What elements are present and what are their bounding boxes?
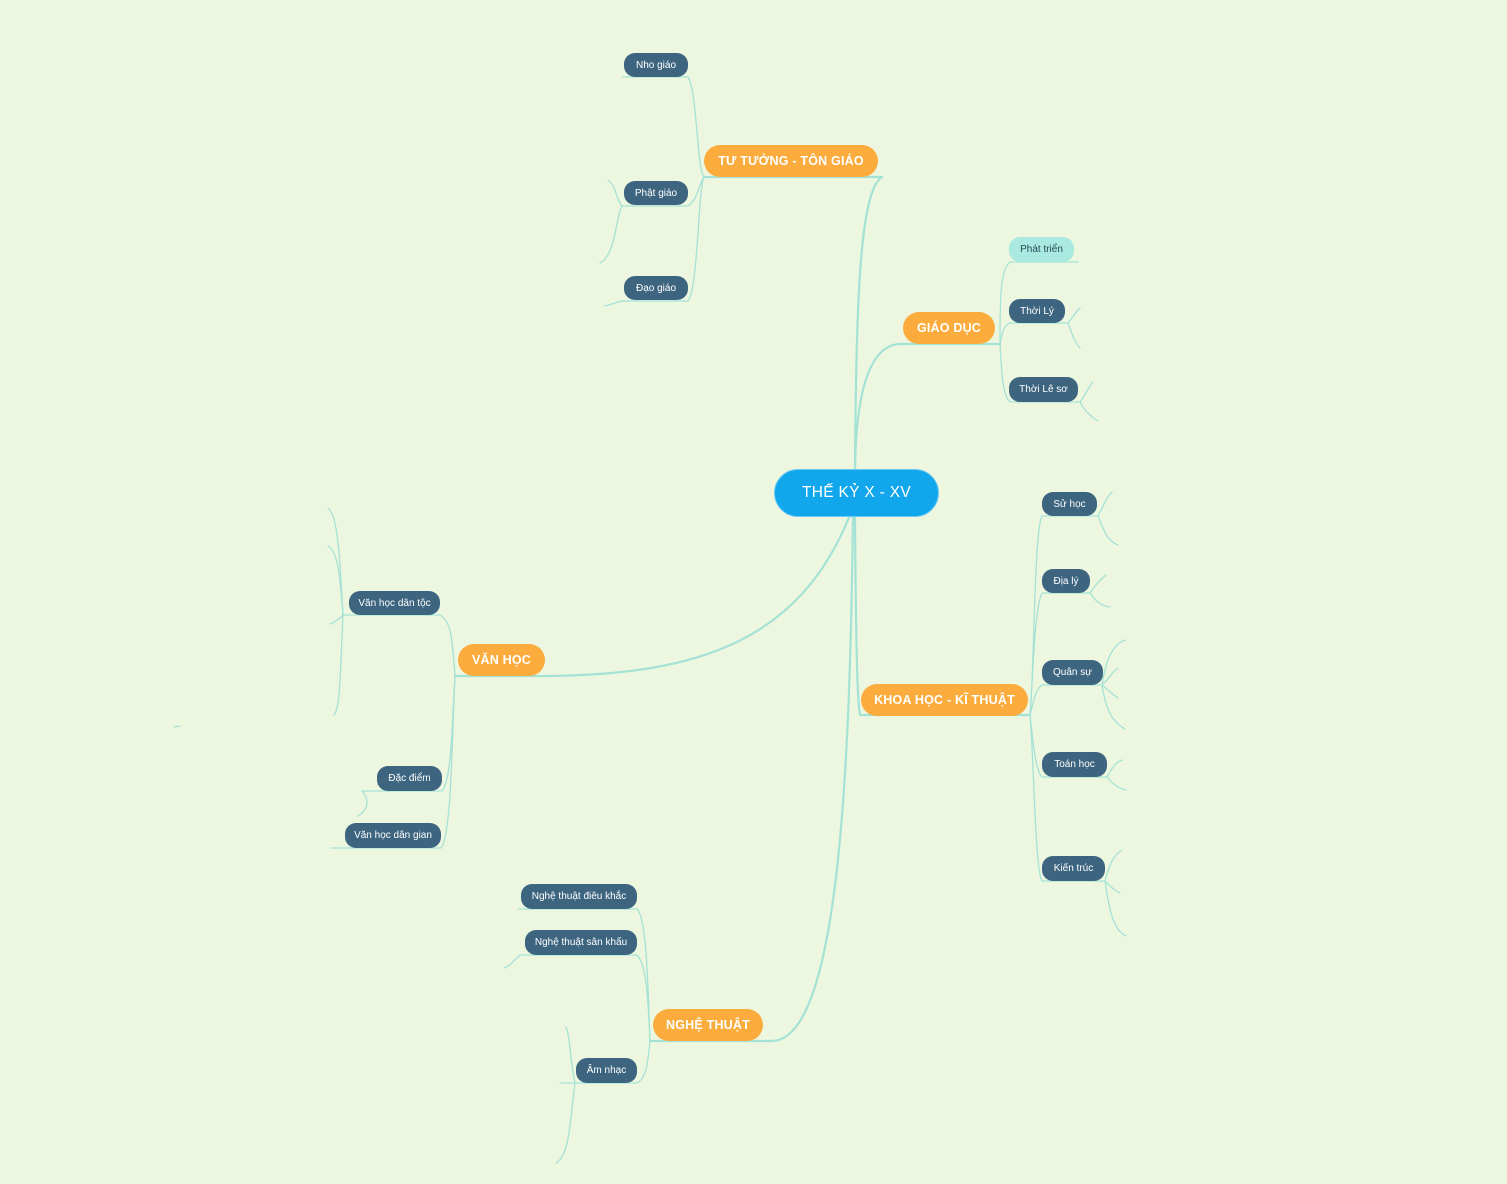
subtopic-dac-diem[interactable]: Đặc điểm (377, 766, 442, 791)
subtopic-toan-hoc-label: Toán học (1054, 759, 1095, 770)
subtopic-am-nhac[interactable]: Âm nhạc (576, 1058, 637, 1083)
connector-phat-giao (621, 176, 705, 207)
topic-khoa-hoc-ki-thuat[interactable]: KHOA HỌC - KĨ THUẬT (861, 684, 1028, 716)
topic-tu-tuong-ton-giao[interactable]: TƯ TƯỞNG - TÔN GIÁO (704, 145, 878, 177)
connector-van-hoc-dan-gian (330, 675, 456, 849)
subtopic-phat-giao[interactable]: Phật giáo (624, 181, 688, 205)
subtopic-van-hoc-dan-toc[interactable]: Văn học dân tộc (349, 591, 440, 615)
subtopic-am-nhac-label: Âm nhạc (586, 1065, 627, 1076)
subtopic-dia-ly-label: Địa lý (1053, 575, 1079, 587)
subtopic-nghe-thuat-san-khau[interactable]: Nghệ thuật sân khấu (525, 930, 637, 955)
leaf-kien-truc (1104, 849, 1127, 937)
subtopic-su-hoc-label: Sử học (1053, 498, 1086, 510)
subtopic-nho-giao-label: Nho giáo (635, 59, 677, 71)
leaf-thoi-ly (1067, 307, 1081, 349)
subtopic-nghe-thuat-dieu-khac[interactable]: Nghệ thuật điêu khắc (521, 884, 637, 909)
leaf-su-hoc (1097, 491, 1119, 546)
topic-van-hoc[interactable]: VĂN HỌC (458, 644, 545, 676)
connector-kien-truc (1029, 714, 1106, 882)
subtopic-su-hoc[interactable]: Sử học (1042, 492, 1097, 516)
connector-quan-su (1029, 684, 1103, 716)
subtopic-phat-trien[interactable]: Phát triển (1009, 237, 1074, 262)
leaf-phat-giao-2 (599, 205, 623, 264)
connector-root-van-hoc (543, 513, 852, 678)
subtopic-toan-hoc[interactable]: Toán học (1042, 752, 1107, 777)
leaf-van-hoc-dan-toc-2 (327, 545, 344, 616)
connector-dia-ly (1029, 592, 1091, 716)
connector-root-giao-duc (853, 342, 902, 472)
subtopic-nghe-thuat-dieu-khac-label: Nghệ thuật điêu khắc (531, 891, 627, 902)
subtopic-thoi-le-so[interactable]: Thời Lê sơ (1009, 377, 1078, 402)
connector-dieu-khac (517, 908, 651, 1042)
root-topic-label: THẾ KỶ X - XV (802, 484, 911, 501)
connector-root-tu-tuong (853, 175, 884, 472)
connector-root-nghe-thuat (770, 513, 855, 1043)
topic-nghe-thuat-label: NGHỆ THUẬT (666, 1018, 750, 1032)
connector-am-nhac (559, 1040, 651, 1084)
subtopic-thoi-ly-label: Thời Lý (1020, 305, 1054, 317)
topic-tu-tuong-ton-giao-label: TƯ TƯỞNG - TÔN GIÁO (718, 154, 864, 168)
topic-khoa-hoc-ki-thuat-label: KHOA HỌC - KĨ THUẬT (874, 693, 1015, 707)
connector-thoi-le-so (999, 343, 1081, 403)
leaf-dao-giao (604, 300, 623, 307)
leaf-van-hoc-dan-toc-5 (173, 725, 181, 728)
subtopic-dao-giao-label: Đạo giáo (635, 282, 677, 294)
connector-van-hoc-dan-toc (342, 614, 456, 677)
leaf-dia-ly (1089, 574, 1111, 608)
topic-van-hoc-label: VĂN HỌC (471, 653, 532, 667)
connector-nho-giao (621, 76, 705, 178)
connector-phat-trien (999, 261, 1079, 345)
leaf-am-nhac-1 (565, 1026, 576, 1084)
subtopic-nho-giao[interactable]: Nho giáo (624, 53, 688, 77)
subtopic-thoi-ly[interactable]: Thời Lý (1009, 299, 1065, 323)
leaf-toan-hoc (1106, 759, 1127, 791)
subtopic-van-hoc-dan-toc-label: Văn học dân tộc (358, 597, 431, 609)
leaf-phat-giao-1 (607, 179, 623, 207)
leaf-dac-diem (357, 790, 368, 817)
leaf-van-hoc-dan-toc-3 (329, 614, 344, 625)
subtopic-dao-giao[interactable]: Đạo giáo (624, 276, 688, 300)
leaf-am-nhac-2 (555, 1082, 576, 1164)
topic-giao-duc[interactable]: GIÁO DỤC (903, 312, 995, 344)
subtopic-kien-truc-label: Kiến trúc (1053, 863, 1094, 874)
subtopic-quan-su-label: Quân sự (1053, 667, 1092, 678)
subtopic-quan-su[interactable]: Quân sự (1042, 660, 1103, 685)
subtopic-nghe-thuat-san-khau-label: Nghệ thuật sân khấu (534, 937, 628, 948)
leaf-van-hoc-dan-toc-1 (327, 507, 344, 616)
connector-root-khoa-hoc (853, 516, 862, 717)
subtopic-thoi-le-so-label: Thời Lê sơ (1019, 384, 1068, 395)
subtopic-van-hoc-dan-gian-label: Văn học dân gian (354, 830, 432, 841)
leaf-thoi-le-so (1079, 381, 1099, 422)
leaf-san-khau (503, 954, 521, 969)
connector-thoi-ly (999, 322, 1069, 345)
subtopic-phat-giao-label: Phật giáo (634, 187, 678, 199)
leaf-van-hoc-dan-toc-4 (333, 614, 344, 716)
connector-san-khau (519, 954, 651, 1042)
subtopic-dac-diem-label: Đặc điểm (388, 773, 431, 784)
leaf-quan-su (1101, 639, 1126, 730)
subtopic-van-hoc-dan-gian[interactable]: Văn học dân gian (345, 823, 441, 848)
connector-dao-giao (621, 176, 705, 302)
topic-giao-duc-label: GIÁO DỤC (916, 321, 982, 335)
subtopic-phat-trien-label: Phát triển (1020, 244, 1063, 255)
topic-nghe-thuat[interactable]: NGHỆ THUẬT (653, 1009, 763, 1041)
root-topic[interactable]: THẾ KỶ X - XV (774, 469, 939, 517)
subtopic-kien-truc[interactable]: Kiến trúc (1042, 856, 1105, 881)
subtopic-dia-ly[interactable]: Địa lý (1042, 569, 1090, 593)
